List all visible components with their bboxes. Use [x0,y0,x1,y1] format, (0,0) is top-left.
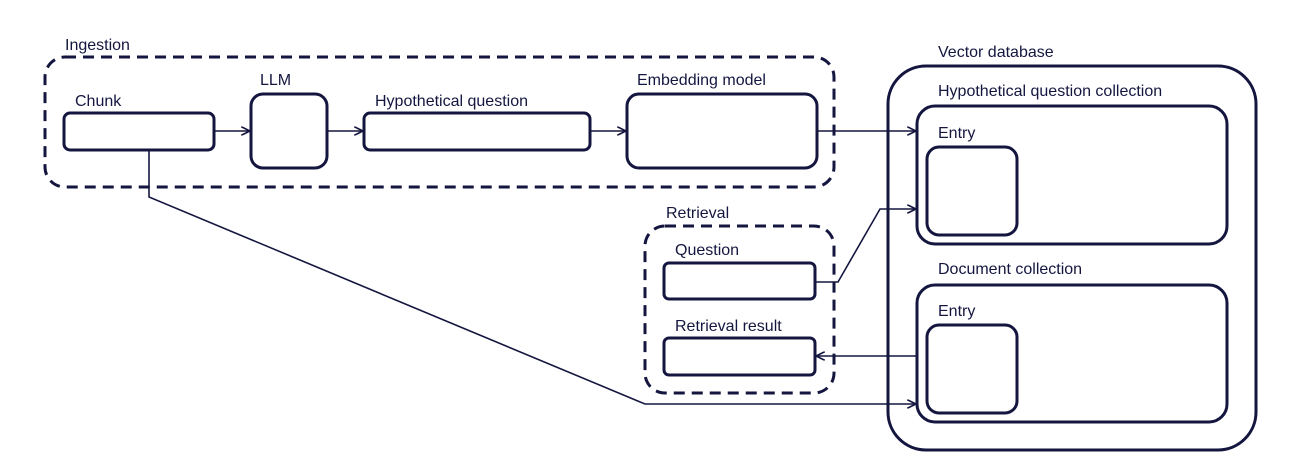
chunk-label: Chunk [75,93,122,110]
vector-database-label: Vector database [938,44,1054,61]
vector-database-group: Vector database Hypothetical question co… [886,44,1258,452]
retrieval-result-box [662,336,817,377]
document-collection-label: Document collection [938,261,1082,278]
question-box [662,261,817,301]
ingestion-label: Ingestion [65,37,130,54]
vector-database-border [886,64,1258,452]
llm-label: LLM [260,72,291,89]
chunk-to-document-collection-arrow [148,150,915,404]
hypothetical-entry-box [925,145,1019,237]
retrieval-group: Retrieval Question Retrieval result [643,205,836,395]
document-entry-box [925,323,1019,415]
llm-box [249,92,329,170]
hypothetical-question-label: Hypothetical question [375,93,528,110]
hypothetical-entry-label: Entry [938,125,975,142]
document-entry-label: Entry [938,303,975,320]
hypothetical-question-box [362,111,592,152]
question-to-hypothetical-collection-arrow [815,209,915,283]
retrieval-border [643,224,836,395]
embedding-model-label: Embedding model [637,72,766,89]
retrieval-label: Retrieval [666,205,729,222]
hypothetical-collection-box [915,104,1229,246]
question-label: Question [675,242,739,259]
hypothetical-collection-label: Hypothetical question collection [938,83,1162,100]
retrieval-result-label: Retrieval result [675,318,782,335]
connectors [148,131,917,404]
chunk-box [62,111,216,152]
embedding-model-box [625,92,819,170]
document-collection-box [915,283,1229,424]
ingestion-group: Ingestion Chunk LLM Hypothetical questio… [43,37,836,189]
